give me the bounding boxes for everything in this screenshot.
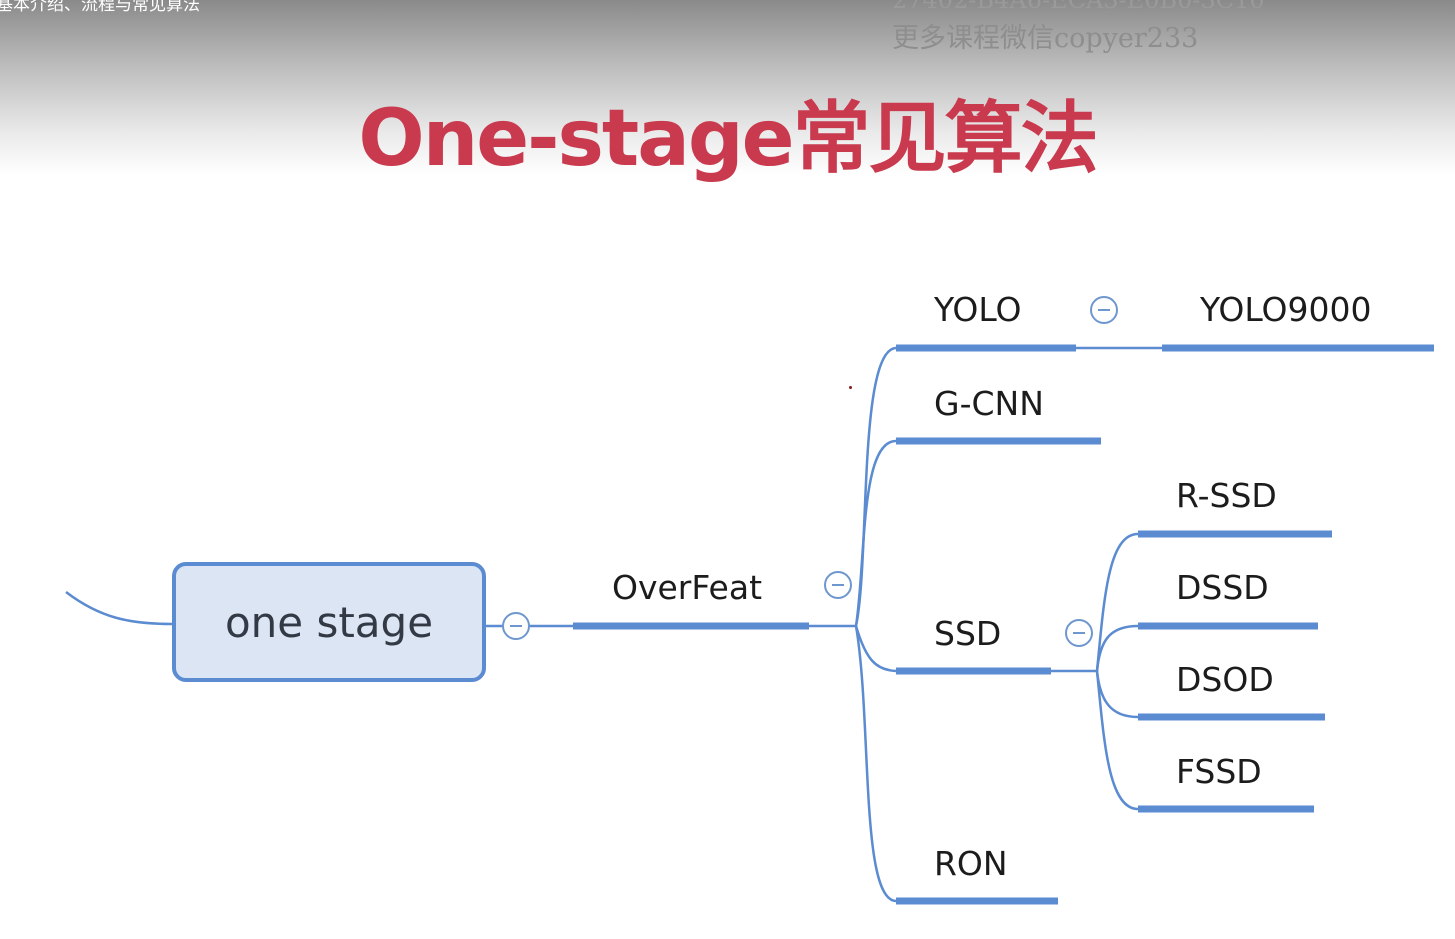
root-node-one-stage[interactable]: one stage [172,562,486,682]
node-yolo9000[interactable]: YOLO9000 [1200,290,1372,329]
curve-to-dsod [1095,670,1139,719]
collapse-icon-root[interactable] [502,612,530,640]
video-title: 基本介绍、流程与常见算法 [0,0,200,15]
node-r-ssd[interactable]: R-SSD [1176,476,1277,515]
curve-to-ssd [854,625,897,673]
node-yolo[interactable]: YOLO [934,290,1022,329]
pointer-speck [849,386,852,389]
collapse-icon-overfeat[interactable] [824,571,852,599]
curve-to-yolo [854,346,897,627]
node-ssd[interactable]: SSD [934,614,1002,653]
curve-to-ron [854,625,897,903]
collapse-icon-ssd[interactable] [1065,619,1093,647]
root-node-label: one stage [224,597,434,647]
curve-to-dssd [1095,624,1139,672]
top-shade [0,0,1455,175]
incoming-connector [65,591,173,626]
slide-title: One-stage常见算法 [358,94,1098,184]
curve-to-fssd [1095,670,1139,811]
curve-to-gcnn [854,439,897,627]
node-fssd[interactable]: FSSD [1176,752,1262,791]
node-ron[interactable]: RON [934,844,1008,883]
collapse-icon-yolo[interactable] [1090,296,1118,324]
node-dssd[interactable]: DSSD [1176,568,1269,607]
watermark-id: 27402-B4A6-ECA3-E0B0-3C10 [892,0,1265,14]
watermark: 更多课程微信copyer233 [892,23,1199,54]
curve-to-rssd [1095,532,1139,672]
node-dsod[interactable]: DSOD [1176,660,1274,699]
node-overfeat[interactable]: OverFeat [612,568,763,607]
node-g-cnn[interactable]: G-CNN [934,384,1044,423]
